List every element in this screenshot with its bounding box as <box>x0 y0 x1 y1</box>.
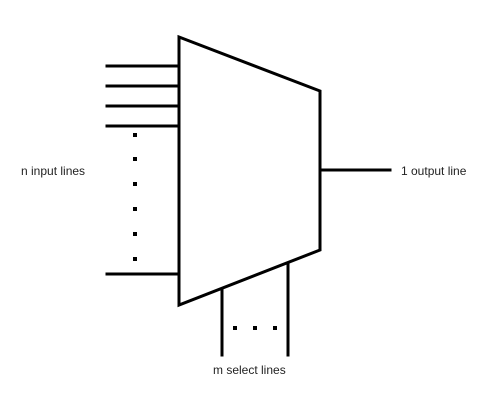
select-lines <box>220 261 290 357</box>
ellipsis-dot <box>133 232 137 236</box>
multiplexer-body <box>177 34 322 308</box>
ellipsis-dot <box>133 157 137 161</box>
ellipsis-dot <box>133 182 137 186</box>
ellipsis-dot <box>273 326 277 330</box>
ellipsis-dot <box>133 257 137 261</box>
select-ellipsis-dots <box>233 326 277 330</box>
input-lines-label: n input lines <box>21 164 85 178</box>
ellipsis-dot <box>133 207 137 211</box>
input-ellipsis-dots <box>133 133 137 261</box>
output-line-label: 1 output line <box>401 164 467 178</box>
ellipsis-dot <box>133 133 137 137</box>
ellipsis-dot <box>233 326 237 330</box>
input-lines <box>105 64 181 276</box>
ellipsis-dot <box>253 326 257 330</box>
select-lines-label: m select lines <box>213 363 286 377</box>
